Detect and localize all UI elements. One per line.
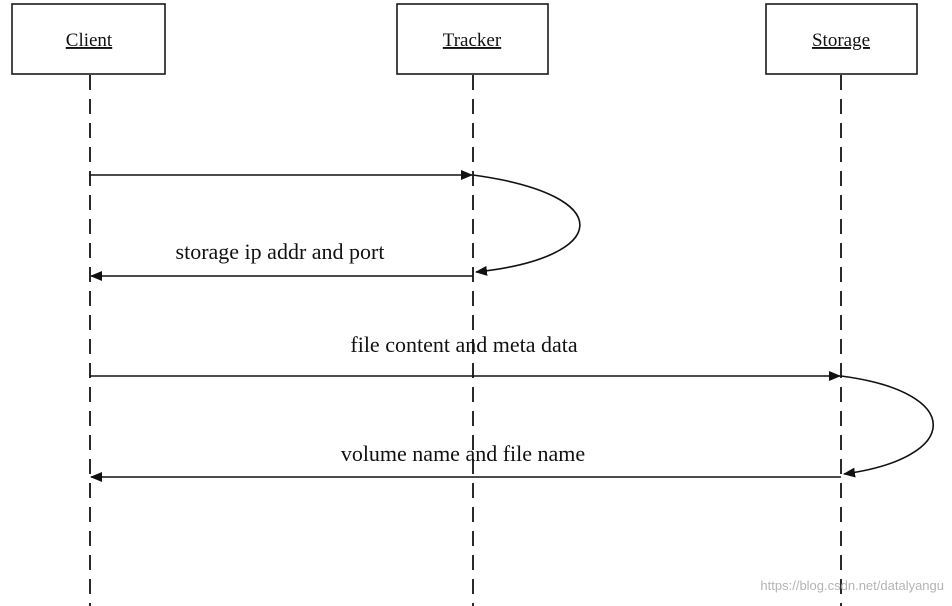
tracker-self-process-arrow	[472, 174, 581, 276]
participant-client-box	[11, 3, 166, 75]
participant-storage-box	[765, 3, 918, 75]
storage-self-process-arrow	[840, 375, 935, 478]
message-tracker-to-client-label: storage ip addr and port	[176, 239, 385, 264]
participant-client-label: Client	[66, 30, 113, 51]
watermark-text: https://blog.csdn.net/datalyangu	[760, 578, 944, 593]
participant-client: Client	[11, 3, 166, 75]
participant-storage: Storage	[765, 3, 918, 75]
participant-tracker: Tracker	[396, 3, 549, 75]
message-storage-to-client-label: volume name and file name	[341, 441, 585, 466]
participant-tracker-box	[396, 3, 549, 75]
participant-tracker-label: Tracker	[443, 30, 502, 51]
message-client-to-storage-label: file content and meta data	[350, 332, 577, 357]
participant-storage-label: Storage	[812, 30, 870, 51]
